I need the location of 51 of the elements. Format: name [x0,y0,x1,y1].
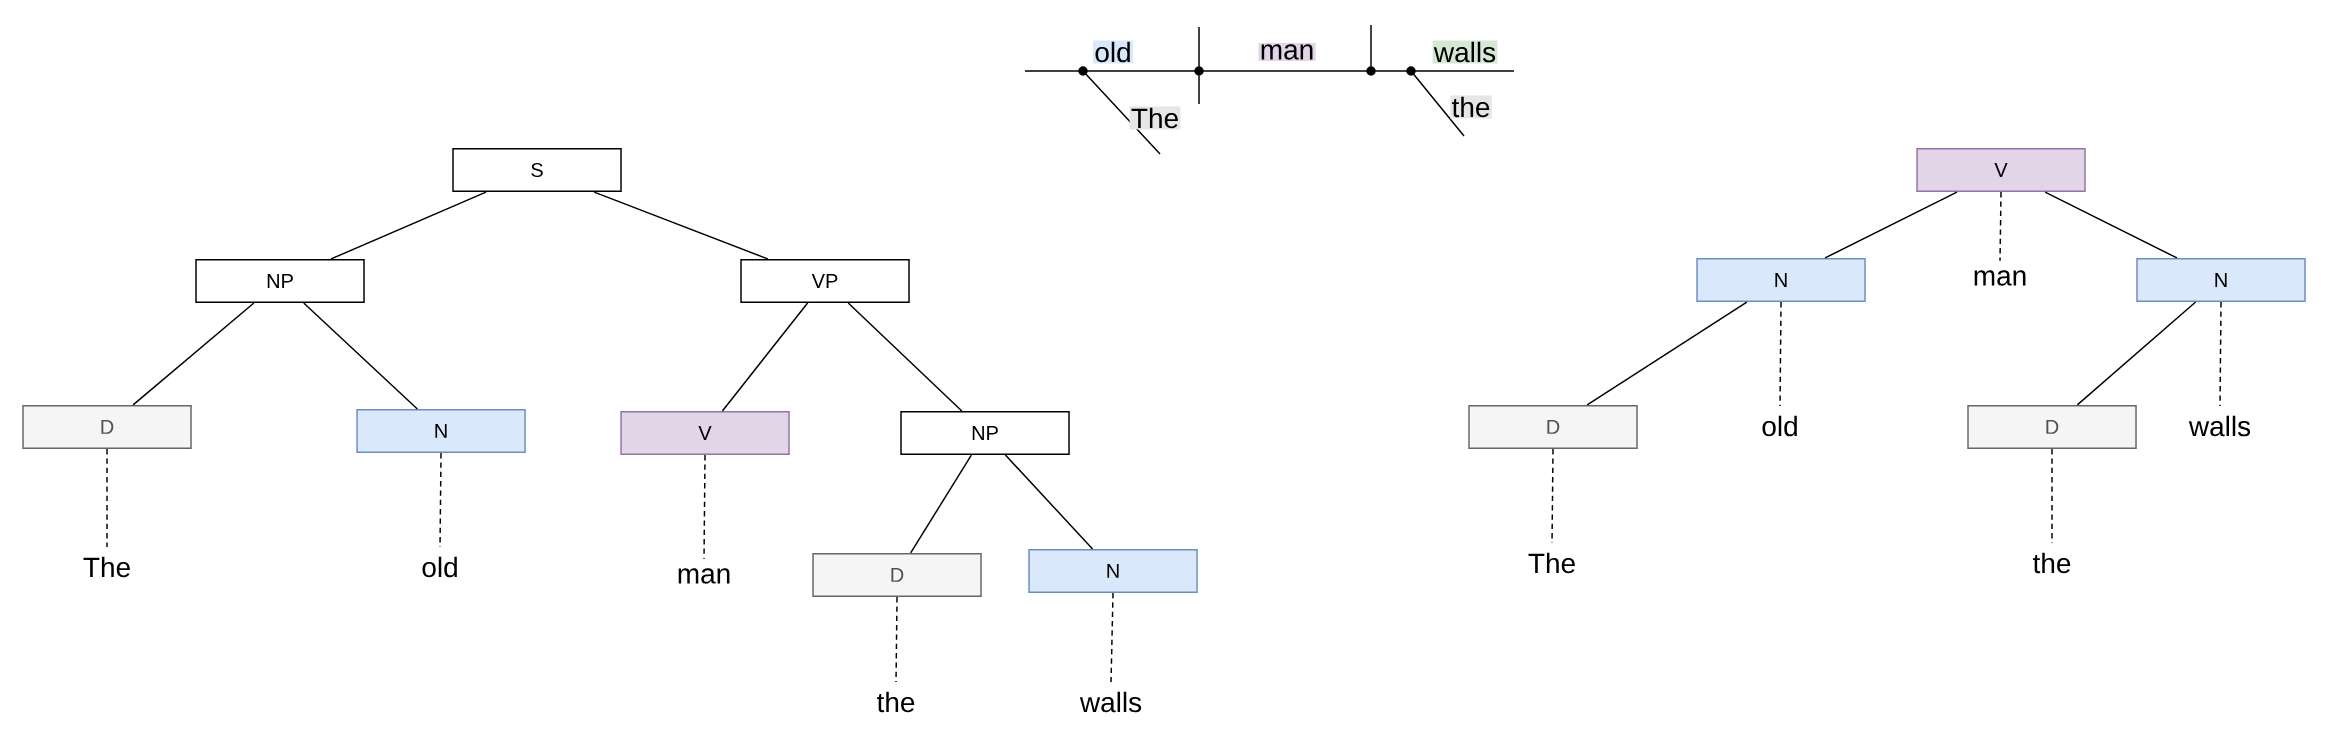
dashed-line [1551,448,1554,544]
branch-line [2076,301,2197,406]
word-label: man [1974,270,2026,286]
branch-line [330,191,487,260]
tree-node-box: D [22,404,192,450]
highlighted-word: old [1093,40,1134,64]
branch-line [302,302,419,410]
tree-node-box: N [2136,257,2306,303]
tree-node-box: NP [900,410,1070,456]
word-label: old [422,556,457,578]
branch-line [593,191,769,260]
tree-node-box: V [1916,147,2086,193]
tree-node-box: D [812,552,982,598]
tree-node-box: N [1028,548,1198,594]
tree-node-box: NP [195,258,365,304]
word-label: walls [2188,415,2251,437]
branch-line [2044,191,2178,259]
tree-node-box: N [1696,257,1866,303]
branch-line [132,302,255,406]
dashed-line [1999,191,2002,262]
branch-line [847,302,963,412]
word-label: The [1528,552,1575,574]
tree-node-box: D [1967,404,2137,450]
tree-node-box: D [1468,404,1638,450]
dashed-line [106,448,108,548]
tree-node-box: S [452,147,622,193]
dashed-line [1779,301,1782,407]
dashed-line [703,454,706,560]
branch-line [721,302,809,412]
highlighted-word: man [1258,43,1316,61]
branch-line [1824,191,1958,259]
word-label: the [876,691,915,713]
word-label: man [678,568,730,584]
dashed-line [439,452,442,548]
dashed-line [895,596,898,683]
highlighted-word: walls [1432,40,1498,64]
tree-node-box: V [620,410,790,456]
highlighted-word: The [1129,106,1181,130]
branch-line [1004,454,1094,550]
branch-line [1586,301,1748,406]
word-label: The [83,556,130,578]
word-label: the [2032,552,2071,574]
dashed-line [1110,592,1114,683]
tree-node-box: N [356,408,526,454]
tree-node-box: VP [740,258,910,304]
branch-line [909,454,973,554]
word-label: old [1762,415,1797,437]
highlighted-word: the [1450,95,1492,119]
word-label: walls [1079,691,1142,713]
dashed-line [2219,301,2222,407]
dashed-line [2051,448,2053,544]
